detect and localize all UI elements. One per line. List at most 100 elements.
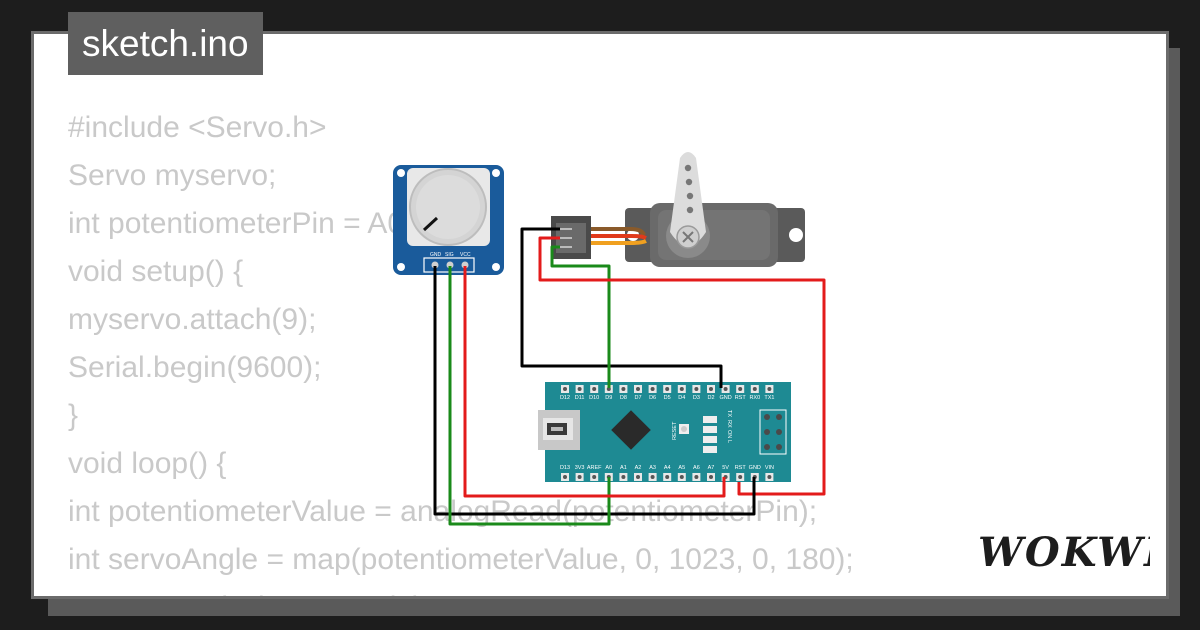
- nano-pin-hole: [592, 475, 597, 479]
- code-line: void loop() {: [68, 447, 227, 480]
- pot-pin-label: SIG: [445, 252, 454, 258]
- nano-pin-label: D10: [589, 395, 599, 401]
- nano-pin-hole: [577, 475, 582, 479]
- nano-pin-label: A3: [649, 465, 656, 471]
- code-line: int potentiometerPin = A0;: [68, 207, 413, 240]
- wire-pot-vcc[interactable]: [463, 266, 726, 498]
- nano-pin-label: RX0: [749, 395, 760, 401]
- icsp-header: [759, 409, 787, 455]
- code-preview: #include <Servo.h> Servo myservo; int pote…: [68, 104, 854, 596]
- pot-pin[interactable]: [446, 261, 454, 269]
- nano-pin-label: AREF: [587, 465, 602, 471]
- code-line: int servoAngle = map(potentiometerValue,…: [68, 543, 854, 576]
- nano-pin-label: D5: [664, 395, 671, 401]
- usb-port: [538, 410, 580, 450]
- nano-leds: TX RX ON L: [703, 410, 732, 453]
- wire-servo-signal[interactable]: [550, 245, 611, 388]
- nano-pin-hole: [694, 475, 699, 479]
- nano-pin-label: D2: [707, 395, 714, 401]
- pot-pin[interactable]: [461, 261, 469, 269]
- nano-pin-hole: [679, 387, 684, 391]
- nano-pin-label: D3: [693, 395, 700, 401]
- nano-pin-label: 3V3: [575, 465, 585, 471]
- nano-pin-hole: [563, 475, 567, 479]
- nano-pin-hole: [738, 387, 743, 391]
- code-line: myservo.attach(9);: [68, 303, 317, 336]
- mcu-chip: [611, 410, 651, 450]
- code-line: #include <Servo.h>: [68, 111, 327, 144]
- wire-pot-signal[interactable]: [448, 266, 611, 526]
- code-line: Servo myservo;: [68, 159, 277, 192]
- nano-pin-hole: [767, 387, 772, 391]
- nano-pin-label: VIN: [765, 465, 774, 471]
- wokwi-logo: WOKWI: [978, 529, 1150, 576]
- potentiometer-knob-indicator[interactable]: [422, 216, 439, 232]
- code-line: void setup() {: [68, 255, 244, 288]
- wires: [433, 227, 826, 526]
- nano-pin-label: A2: [635, 465, 642, 471]
- nano-pin-label: D8: [620, 395, 627, 401]
- file-tab-sketch[interactable]: sketch.ino: [68, 12, 263, 75]
- led-label: ON: [726, 430, 732, 438]
- nano-pin-label: 5V: [722, 465, 729, 471]
- nano-pin-label: D13: [560, 465, 570, 471]
- servo-horn[interactable]: [670, 152, 706, 246]
- nano-pin-label: D6: [649, 395, 656, 401]
- nano-pin-hole: [621, 387, 626, 391]
- nano-pin-label: GND: [749, 465, 761, 471]
- pot-pin[interactable]: [431, 261, 439, 269]
- wire-servo-gnd[interactable]: [520, 227, 723, 388]
- nano-pin-hole: [723, 387, 728, 391]
- led-label: RX: [726, 420, 732, 428]
- nano-pin-label: RST: [735, 465, 747, 471]
- nano-pin-label: A0: [605, 465, 612, 471]
- led-label: L: [726, 440, 732, 443]
- nano-pin-label: D9: [605, 395, 612, 401]
- nano-pin-label: TX1: [764, 395, 774, 401]
- nano-pin-label: A1: [620, 465, 627, 471]
- wire-servo-vcc[interactable]: [538, 236, 826, 496]
- nano-pin-hole: [621, 475, 626, 479]
- nano-pin-hole: [563, 387, 567, 391]
- nano-pin-hole: [650, 475, 655, 479]
- nano-pin-hole: [752, 387, 757, 391]
- nano-pin-hole: [709, 475, 713, 479]
- nano-pin-label: A5: [678, 465, 685, 471]
- nano-pin-hole: [665, 475, 670, 479]
- nano-pin-hole: [665, 387, 670, 391]
- nano-pin-hole: [636, 475, 640, 479]
- nano-pin-label: D12: [560, 395, 570, 401]
- nano-pin-label: D7: [634, 395, 641, 401]
- nano-pin-hole: [577, 387, 582, 391]
- code-line: Serial.begin(9600);: [68, 351, 322, 384]
- nano-pin-label: D4: [678, 395, 685, 401]
- nano-pin-label: D11: [575, 395, 585, 401]
- code-line: }: [68, 399, 79, 432]
- nano-pin-hole: [767, 475, 772, 479]
- pot-pin-label: VCC: [460, 252, 471, 258]
- wokwi-logo-text: WOKWI: [978, 529, 1150, 576]
- nano-pin-hole: [636, 387, 640, 391]
- project-card: #include <Servo.h> Servo myservo; int pote…: [34, 34, 1166, 596]
- reset-label: RESET: [672, 421, 678, 440]
- nano-pin-hole: [738, 475, 743, 479]
- nano-pin-label: GND: [719, 395, 731, 401]
- nano-pin-hole: [709, 387, 713, 391]
- nano-pin-label: A4: [664, 465, 671, 471]
- led-label: TX: [726, 410, 732, 417]
- nano-pin-label: A6: [693, 465, 700, 471]
- servo-motor[interactable]: [551, 152, 805, 267]
- reset-button[interactable]: RESET: [672, 421, 689, 440]
- nano-pin-label: A7: [708, 465, 715, 471]
- code-line: myservo.write(servoAngle);: [68, 584, 854, 596]
- wire-pot-gnd[interactable]: [433, 266, 756, 516]
- nano-pin-label: RST: [735, 395, 747, 401]
- nano-pin-hole: [592, 387, 597, 391]
- nano-pin-hole: [694, 387, 699, 391]
- nano-pin-hole: [679, 475, 684, 479]
- nano-pin-hole: [650, 387, 655, 391]
- pot-pin-label: GND: [430, 252, 442, 258]
